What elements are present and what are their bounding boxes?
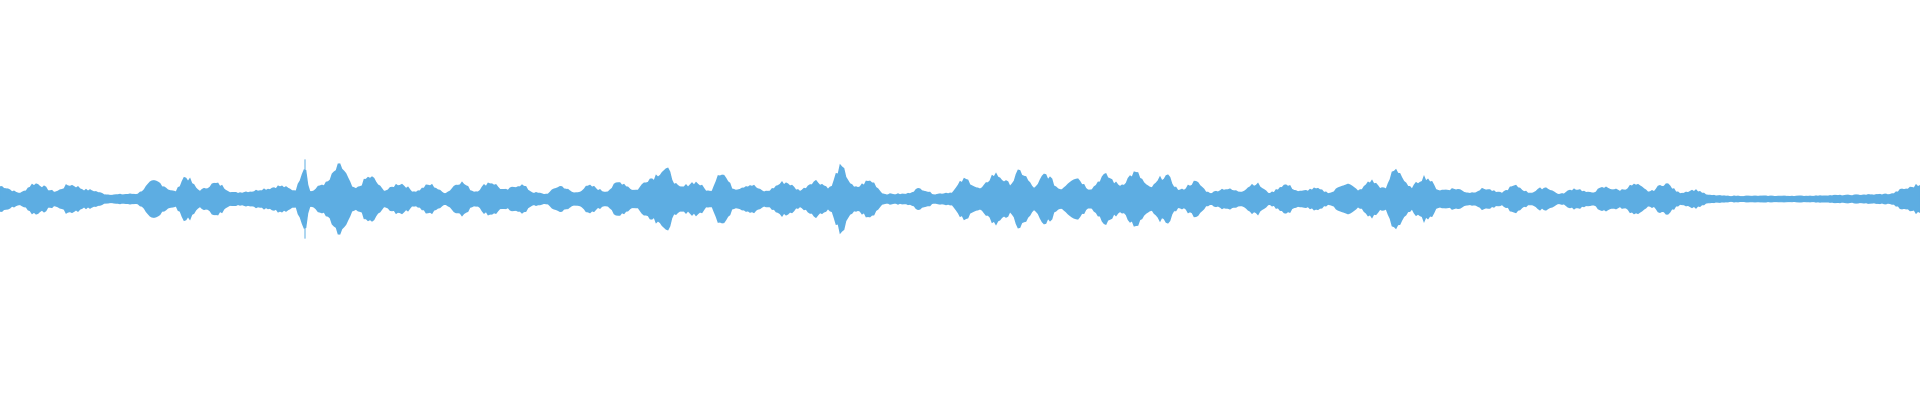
waveform-envelope [0,163,1920,235]
